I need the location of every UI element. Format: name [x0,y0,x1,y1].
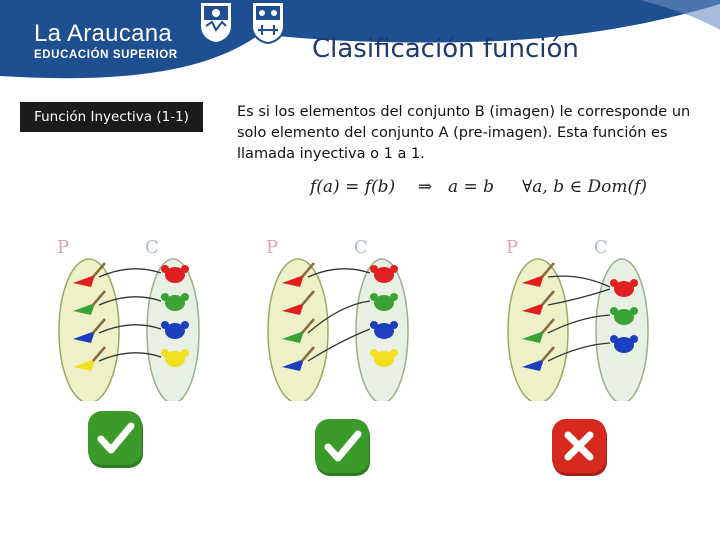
dog-icon [370,265,398,283]
set-label-right: C [594,237,608,258]
set-label-left: P [57,237,69,258]
dog-icon [370,293,398,311]
paintbrush-icon [522,262,555,287]
dog-icon [161,293,189,311]
implies-arrow-icon: ⇒ [418,177,433,197]
dog-icon [161,349,189,367]
mapping-diagram: P C [500,233,650,401]
set-label-left: P [266,237,278,258]
mapping-arrows [307,268,371,362]
dog-icon [610,279,638,297]
mapping-arrows [547,275,611,362]
paintbrush-icon [522,318,555,343]
header-banner: La Araucana EDUCACIÓN SUPERIOR [0,0,720,84]
set-label-right: C [145,237,159,258]
formula-middle: a = b [448,177,495,197]
brand-name: La Araucana [34,20,173,47]
definition-text: Es si los elementos del conjunto B (imag… [237,104,691,162]
paintbrush-icon [73,290,106,315]
dog-icon [161,265,189,283]
brand-subtitle: EDUCACIÓN SUPERIOR [34,49,178,61]
dog-icon [161,321,189,339]
page-title: Clasificación función [312,34,579,64]
section-label: Función Inyectiva (1-1) [20,102,203,132]
paintbrush-icon [73,346,106,371]
dog-icon [610,335,638,353]
paintbrush-icon [282,318,315,343]
dog-icon [370,321,398,339]
cross-icon [552,419,607,476]
paintbrush-icon [282,290,315,315]
mapping-diagram: P C [51,233,201,401]
paintbrush-icon [282,262,315,287]
set-label-left: P [506,237,518,258]
mapping-diagram: P C [260,233,410,401]
header-background [0,0,720,79]
dog-icon [610,307,638,325]
check-icon [315,419,370,476]
formula-left: f(a) = f(b) [310,177,396,197]
set-label-right: C [354,237,368,258]
dog-icon [370,349,398,367]
paintbrush-icon [73,262,106,287]
crest-logo-icon [251,1,285,44]
check-icon [88,411,143,468]
paintbrush-icon [282,346,315,371]
formula-right: ∀a, b ∈ Dom(f) [522,177,648,197]
crest-logo-icon [199,1,233,44]
paintbrush-icon [522,290,555,315]
paintbrush-icon [522,346,555,371]
mapping-arrows [98,268,162,362]
injective-formula: f(a) = f(b) ⇒ a = b ∀a, b ∈ Dom(f) [310,177,650,205]
paintbrush-icon [73,318,106,343]
brand-logo: La Araucana EDUCACIÓN SUPERIOR [34,20,178,62]
